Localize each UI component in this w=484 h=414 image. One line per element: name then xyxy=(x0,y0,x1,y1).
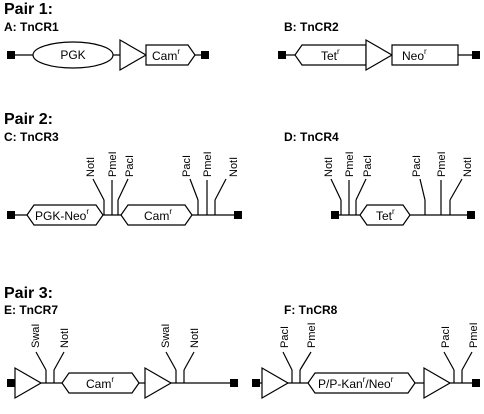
construct-b: Tetr Neor xyxy=(278,38,480,72)
pair-1-title: Pair 1: xyxy=(4,1,53,18)
cam-resistance-element xyxy=(120,204,193,226)
pgk-neo-label: PGK-Neor xyxy=(35,207,89,223)
construct-a-left-end xyxy=(7,51,15,59)
site-tick xyxy=(35,351,47,371)
construct-c: PGK-Neor Camr NotI PmeI PacI PacI PmeI N… xyxy=(7,151,242,226)
pair-3-title: Pair 3: xyxy=(4,285,53,302)
restriction-site-label: PacI xyxy=(279,326,291,348)
construct-f: P/P-Kanr/Neor PacI PmeI PacI PmeI xyxy=(252,322,480,400)
site-tick xyxy=(117,178,129,201)
neo-label: Neor xyxy=(402,47,427,63)
construct-b-left-end xyxy=(278,51,286,59)
tet-label: Tetr xyxy=(321,47,340,63)
restriction-site-label: NotI xyxy=(85,157,97,177)
kan-neo-resistance-element xyxy=(307,372,416,394)
construct-f-left-triangle xyxy=(261,366,290,400)
construct-d-right-end xyxy=(467,211,475,219)
restriction-site-label: NotI xyxy=(59,328,71,348)
site-tick xyxy=(183,351,195,371)
kan-neo-label: P/P-Kanr/Neor xyxy=(318,375,394,391)
restriction-site-label: PmeI xyxy=(306,322,318,348)
restriction-site-label: PmeI xyxy=(436,151,448,177)
construct-f-left-end xyxy=(252,379,260,387)
site-tick xyxy=(282,351,293,371)
cam-label: Camr xyxy=(152,47,180,63)
construct-d: Tetr NotI PmeI PacI PacI PmeI NotI xyxy=(323,151,475,226)
pgk-label: PGK xyxy=(60,48,85,62)
restriction-site-label: NotI xyxy=(189,328,201,348)
restriction-site-label: PacI xyxy=(181,155,193,177)
construct-e-left-triangle xyxy=(14,366,43,400)
construct-a: PGK Camr xyxy=(7,38,209,72)
construct-b-triangle xyxy=(365,38,394,72)
construct-e-right-triangle xyxy=(144,366,173,400)
construct-b-label: B: TnCR2 xyxy=(284,20,339,34)
construct-e-left-end xyxy=(7,379,15,387)
tet-label: Tetr xyxy=(376,207,395,223)
site-tick xyxy=(443,351,455,371)
cam-resistance-element xyxy=(61,372,140,394)
restriction-site-label: PmeI xyxy=(107,151,119,177)
construct-f-label: F: TnCR8 xyxy=(284,303,338,317)
construct-c-right-end xyxy=(234,211,242,219)
restriction-site-label: NotI xyxy=(323,157,335,177)
cam-resistance-element xyxy=(145,44,196,66)
cam-label: Camr xyxy=(144,207,172,223)
construct-d-left-end xyxy=(331,211,339,219)
pgk-promoter-element xyxy=(32,41,114,69)
construct-e-right-end xyxy=(230,379,238,387)
restriction-site-label: NotI xyxy=(462,157,474,177)
construct-d-label: D: TnCR4 xyxy=(284,130,339,144)
site-tick xyxy=(92,178,105,201)
site-tick xyxy=(53,351,65,371)
tet-resistance-element xyxy=(359,204,411,226)
cam-label: Camr xyxy=(86,375,114,391)
construct-a-label: A: TnCR1 xyxy=(4,20,59,34)
restriction-site-label: PacI xyxy=(411,155,423,177)
restriction-site-label: PmeI xyxy=(468,322,480,348)
site-tick xyxy=(165,351,177,371)
construct-a-triangle xyxy=(119,38,148,72)
site-tick xyxy=(355,178,367,201)
restriction-site-label: PmeI xyxy=(202,151,214,177)
restriction-site-label: PacI xyxy=(362,155,374,177)
construct-e-label: E: TnCR7 xyxy=(4,303,58,317)
construct-f-right-triangle xyxy=(423,366,452,400)
restriction-site-label: PacI xyxy=(124,155,136,177)
site-tick xyxy=(330,178,342,201)
pgk-neo-element xyxy=(26,204,104,226)
construct-c-label: C: TnCR3 xyxy=(4,130,59,144)
site-tick xyxy=(214,178,227,201)
restriction-site-label: SwaI xyxy=(160,324,172,348)
restriction-site-label: PmeI xyxy=(344,151,356,177)
neo-resistance-element xyxy=(391,44,459,66)
restriction-site-label: SwaI xyxy=(30,324,42,348)
site-tick xyxy=(299,351,312,371)
site-tick xyxy=(461,351,473,371)
restriction-site-label: NotI xyxy=(228,157,240,177)
construct-f-right-end xyxy=(472,379,480,387)
pair-2-title: Pair 2: xyxy=(4,111,53,128)
site-tick xyxy=(449,178,463,201)
site-tick xyxy=(189,178,199,201)
restriction-site-label: PacI xyxy=(440,326,452,348)
construct-b-right-end xyxy=(472,51,480,59)
site-tick xyxy=(419,178,426,201)
construct-a-right-end xyxy=(201,51,209,59)
construct-c-left-end xyxy=(7,211,15,219)
construct-e: Camr SwaI NotI SwaI NotI xyxy=(7,324,238,400)
